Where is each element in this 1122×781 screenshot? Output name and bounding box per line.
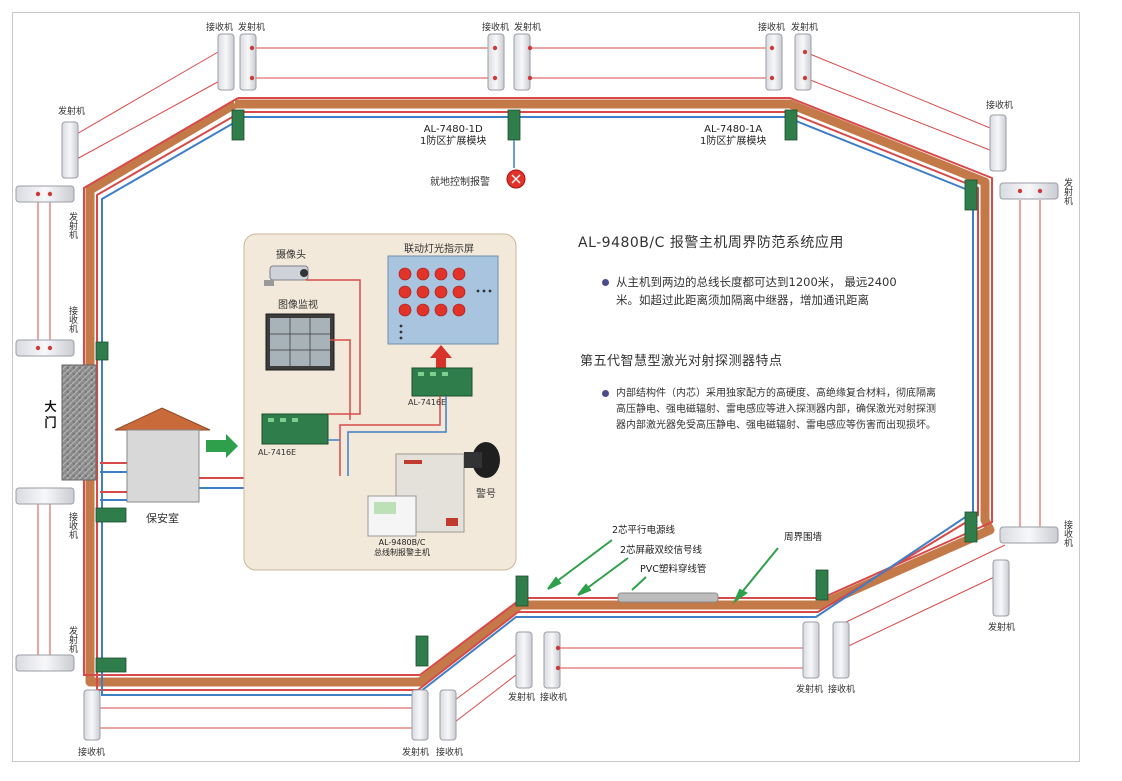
transmitter-label: 发射机: [402, 748, 430, 758]
receiver-label: 接收机: [78, 748, 106, 758]
receiver-label: 接收机: [828, 685, 856, 695]
module-1-desc: 1防区扩展模块: [420, 136, 487, 147]
module-2-model: AL-7480-1A: [704, 124, 763, 135]
main-title: AL-9480B/C 报警主机周界防范系统应用: [578, 235, 844, 251]
module-2-label: AL-7480-1A 1防区扩展模块: [700, 124, 766, 148]
annotation-arrows: [547, 539, 779, 605]
indicator-panel: [387, 255, 499, 345]
detector-lenses: [35, 45, 1043, 671]
module-1-model: AL-7480-1D: [423, 124, 483, 135]
transmitter-label: 发射机: [791, 23, 819, 33]
monitor-icon: [265, 313, 335, 371]
host-desc: 总线制报警主机: [374, 547, 430, 557]
camera-label: 摄像头: [276, 250, 306, 261]
transmitter-label: 发射机: [67, 626, 77, 653]
panel-label: 联动灯光指示屏: [404, 244, 474, 255]
bullet-1-text: 从主机到两边的总线长度都可达到1200米， 最远2400米。如超过此距离须加隔离…: [616, 275, 897, 307]
transmitter-label: 发射机: [508, 693, 536, 703]
transmitter-label: 发射机: [988, 623, 1016, 633]
transmitter-label: 发射机: [58, 107, 86, 117]
laser-beams: [37, 47, 1041, 729]
pvc-pipe: [617, 592, 719, 603]
bullet-dot-icon: [602, 279, 609, 286]
receiver-label: 接收机: [67, 512, 77, 539]
gate-label: 大门: [43, 400, 57, 432]
green-arrow-icon: [206, 434, 238, 458]
receiver-label: 接收机: [67, 306, 77, 333]
control-boards: [261, 367, 473, 445]
transmitter-label: 发射机: [1062, 178, 1072, 205]
receiver-label: 接收机: [986, 101, 1014, 111]
receiver-label: 接收机: [540, 693, 568, 703]
board-1-label: AL-7416E: [408, 398, 447, 407]
siren-icon: [464, 442, 500, 478]
perimeter-wall: [85, 99, 995, 687]
module-2-desc: 1防区扩展模块: [700, 136, 767, 147]
bullet-2: 内部结构件（内芯）采用独家配方的高硬度、高绝缘复合材料，彻底隔离高压静电、强电磁…: [602, 386, 936, 434]
laser-detectors: [15, 33, 1059, 741]
receiver-label: 接收机: [482, 23, 510, 33]
host-label: AL-9480B/C 总线制报警主机: [374, 538, 430, 557]
host-model: AL-9480B/C: [378, 538, 426, 547]
red-arrow-icon: [430, 345, 452, 368]
camera-icon: [264, 265, 309, 286]
bullet-1: 从主机到两边的总线长度都可达到1200米， 最远2400米。如超过此距离须加隔离…: [602, 274, 916, 310]
transmitter-label: 发射机: [514, 23, 542, 33]
blue-bus-line: [101, 116, 974, 696]
receiver-label: 接收机: [1062, 520, 1072, 547]
local-alarm-label: 就地控制报警: [430, 177, 490, 188]
diagram-frame: [12, 12, 1080, 762]
receiver-label: 接收机: [758, 23, 786, 33]
bullet-2-text: 内部结构件（内芯）采用独家配方的高硬度、高绝缘复合材料，彻底隔离高压静电、强电磁…: [616, 388, 936, 431]
board-2-label: AL-7416E: [258, 448, 297, 457]
module-1-label: AL-7480-1D 1防区扩展模块: [420, 124, 486, 148]
bullet-dot-icon: [602, 390, 609, 397]
monitor-label: 图像监视: [278, 300, 318, 311]
control-wiring: [306, 279, 447, 476]
signal-cable-label: 2芯屏蔽双绞信号线: [620, 545, 703, 556]
guard-room-label: 保安室: [146, 512, 179, 525]
subtitle: 第五代智慧型激光对射探测器特点: [580, 354, 783, 369]
transmitter-label: 发射机: [238, 23, 266, 33]
transmitter-label: 发射机: [67, 212, 77, 239]
transmitter-label: 发射机: [796, 685, 824, 695]
power-cable-label: 2芯平行电源线: [612, 525, 676, 536]
zone-modules: [95, 109, 978, 673]
host-box: [367, 453, 465, 537]
receiver-label: 接收机: [436, 748, 464, 758]
wall-label: 周界围墙: [784, 532, 823, 543]
receiver-label: 接收机: [206, 23, 234, 33]
pvc-pipe-label: PVC塑料穿线管: [640, 564, 707, 575]
siren-label: 警号: [476, 489, 496, 500]
local-alarm-icon: [506, 140, 526, 189]
gate-icon: [61, 364, 97, 481]
